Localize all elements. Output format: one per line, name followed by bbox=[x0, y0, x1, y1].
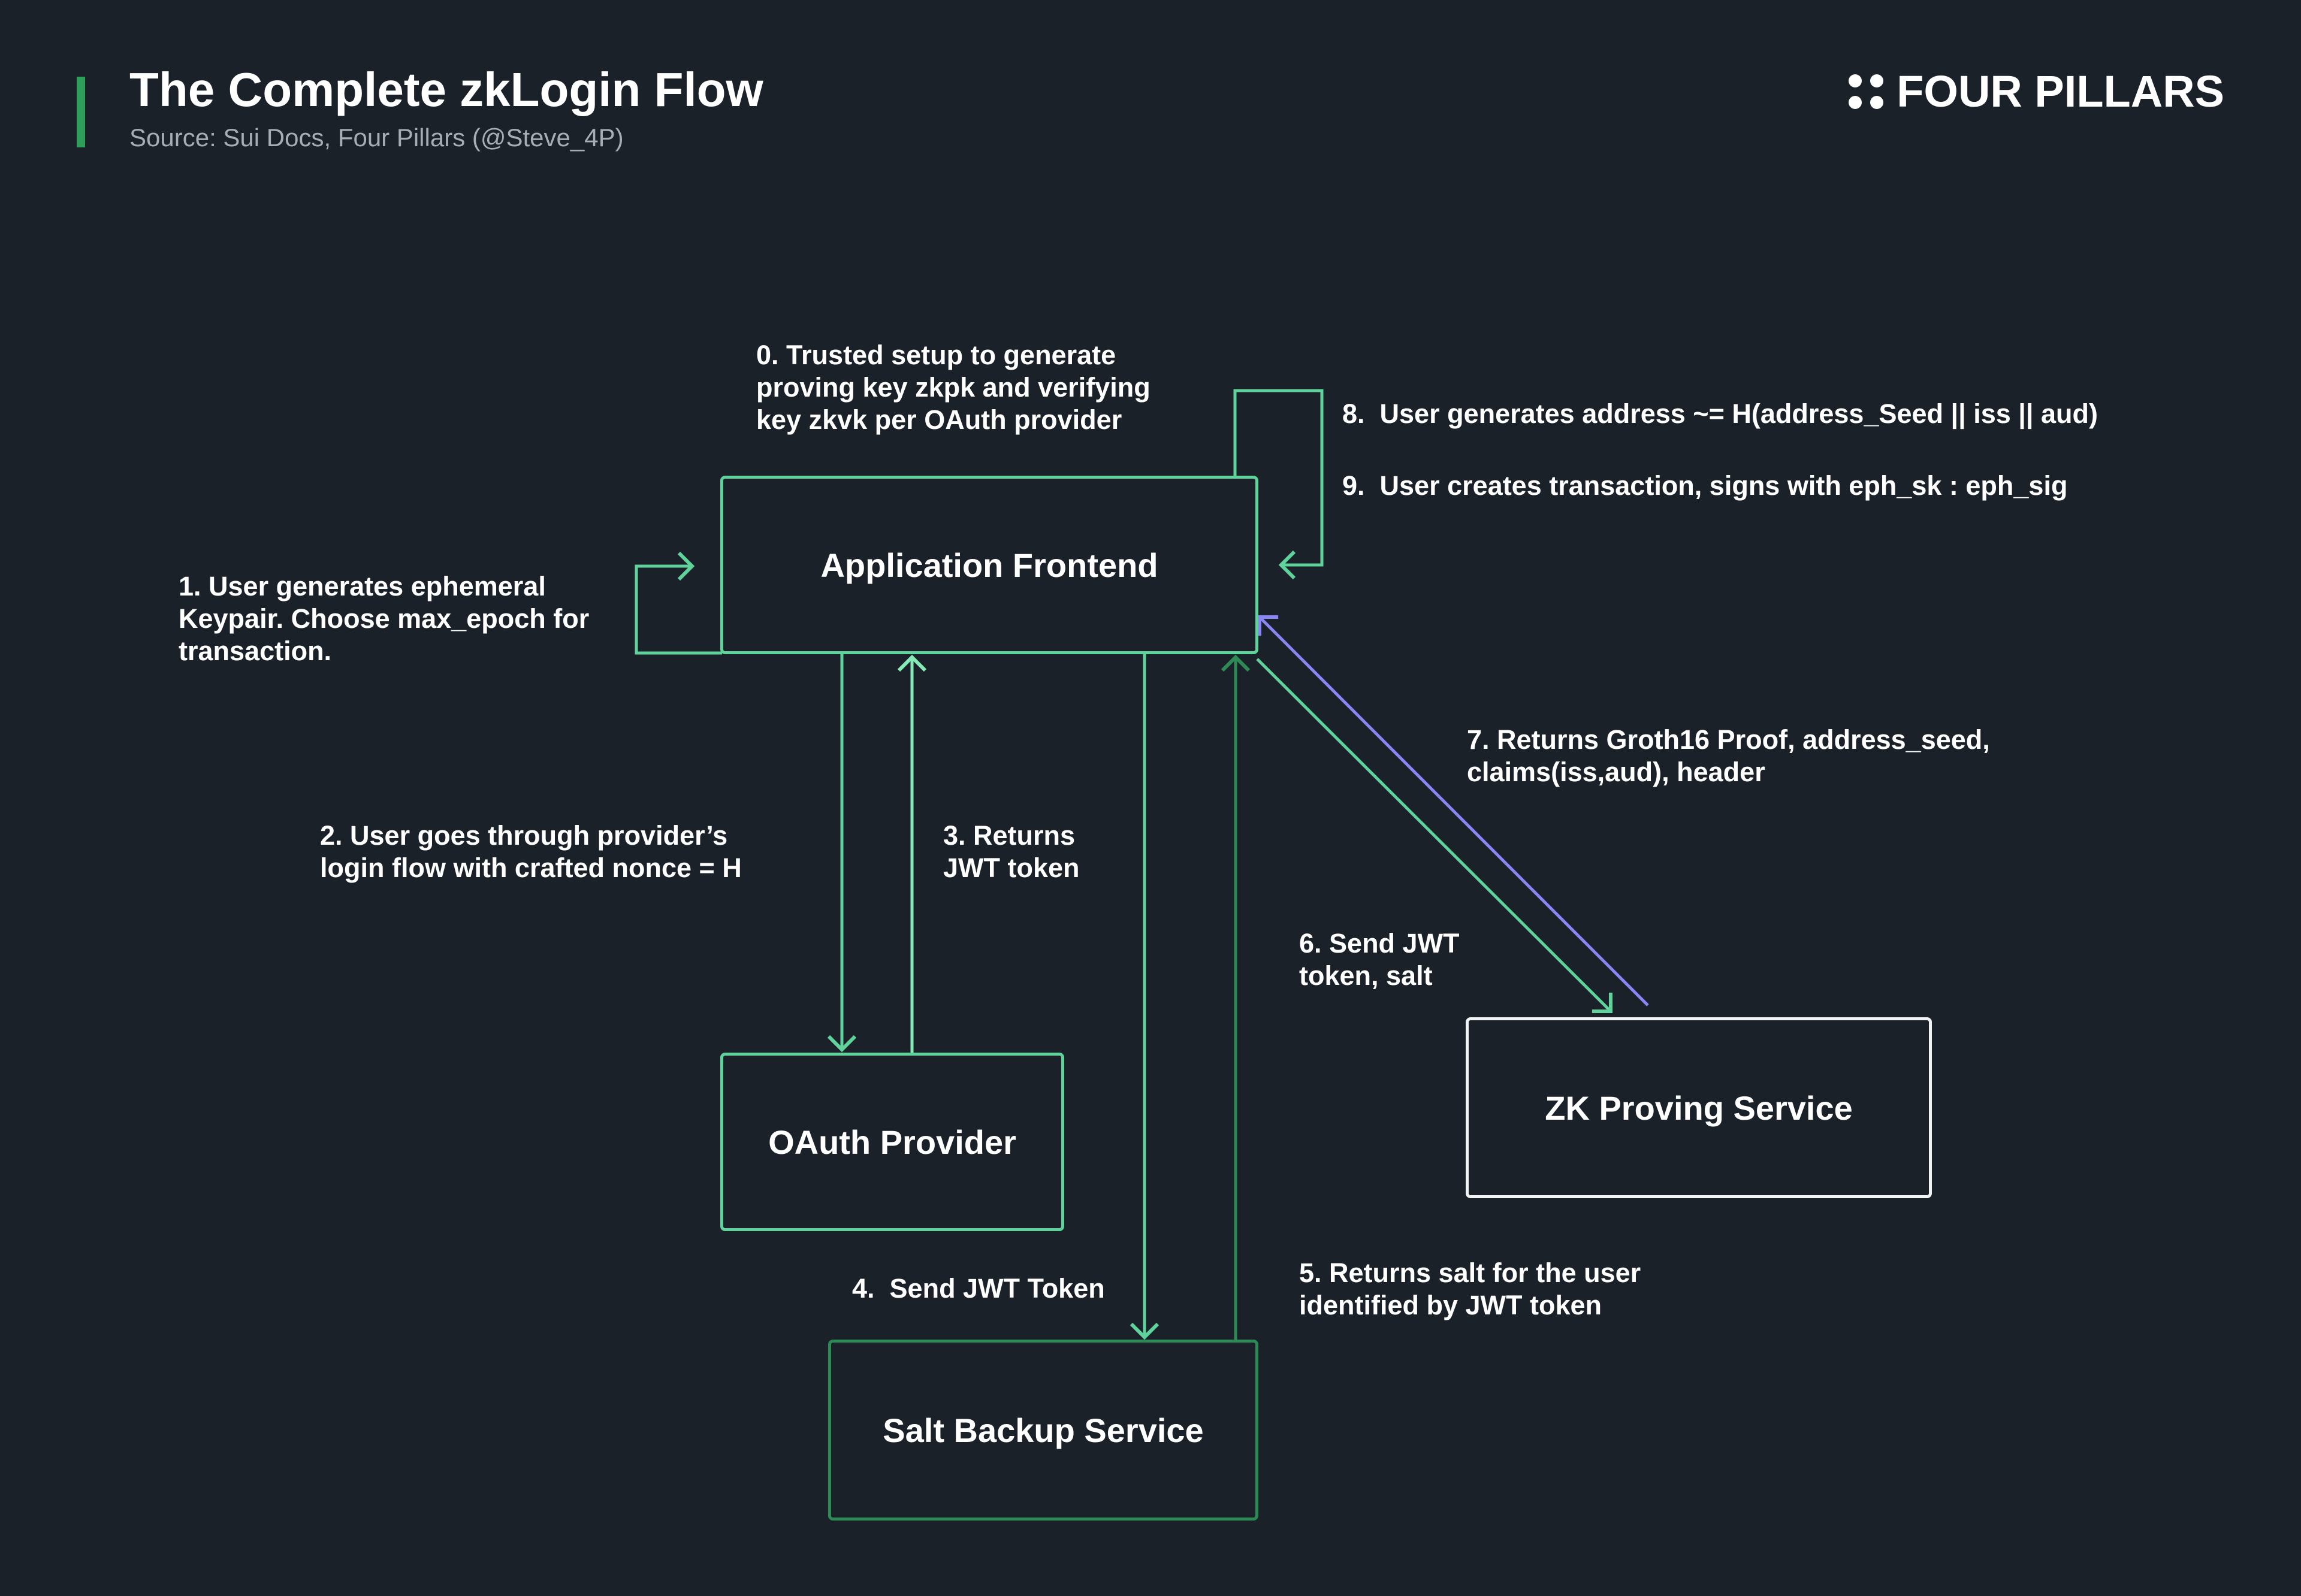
arrow-step-1-self-loop bbox=[635, 551, 722, 655]
node-zk-proving-service: ZK Proving Service bbox=[1466, 1017, 1932, 1198]
node-application-frontend: Application Frontend bbox=[720, 476, 1258, 654]
title-accent-bar bbox=[77, 77, 85, 147]
step-3-label: 3. Returns JWT token bbox=[943, 820, 1080, 883]
step-2-label: 2. User goes through provider’s login fl… bbox=[320, 820, 742, 883]
step-1-label: 1. User generates ephemeral Keypair. Cho… bbox=[179, 571, 590, 666]
four-dots-logo-icon bbox=[1849, 74, 1884, 109]
step-0-label: 0. Trusted setup to generate proving key… bbox=[756, 340, 1150, 435]
brand-name: FOUR PILLARS bbox=[1897, 66, 2224, 116]
step-6-label: 6. Send JWT token, salt bbox=[1299, 928, 1460, 991]
page-title: The Complete zkLogin Flow bbox=[129, 63, 763, 116]
arrow-step-6-to-zk bbox=[1256, 658, 1613, 1014]
step-9-label: 9. User creates transaction, signs with … bbox=[1342, 470, 2068, 501]
step-5-label: 5. Returns salt for the user identified … bbox=[1299, 1258, 1641, 1320]
step-4-label: 4. Send JWT Token bbox=[852, 1273, 1105, 1304]
node-oauth-provider: OAuth Provider bbox=[720, 1053, 1064, 1231]
brand-logo: FOUR PILLARS bbox=[1849, 66, 2224, 117]
page-source: Source: Sui Docs, Four Pillars (@Steve_4… bbox=[129, 123, 624, 152]
arrow-step-8-9-self-loop bbox=[1233, 389, 1324, 580]
step-7-label: 7. Returns Groth16 Proof, address_seed, … bbox=[1467, 724, 1990, 787]
arrow-step-7-return-proof bbox=[1258, 615, 1649, 1006]
node-salt-backup-service: Salt Backup Service bbox=[828, 1340, 1258, 1521]
step-8-label: 8. User generates address ~= H(address_S… bbox=[1342, 398, 2098, 429]
